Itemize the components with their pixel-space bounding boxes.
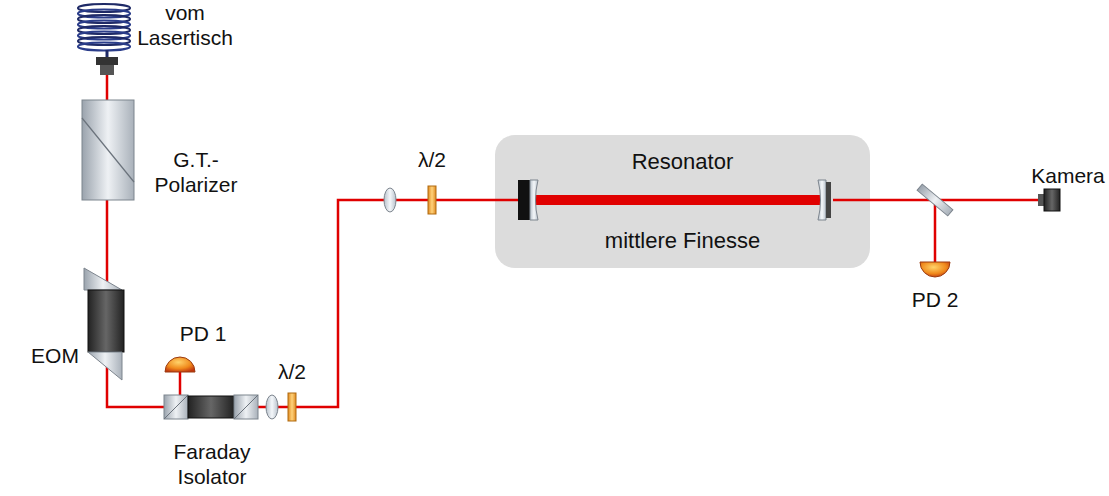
waveplate-label: λ/2 — [267, 359, 317, 384]
pd-beam — [179, 372, 182, 396]
camera-label: Kamera — [1030, 163, 1106, 188]
resonator-housing: Resonator mittlere Finesse — [495, 135, 870, 268]
beam-splitter — [917, 184, 953, 216]
photodiode — [920, 262, 950, 277]
eom-crystal — [88, 290, 124, 352]
isolator-cube — [164, 395, 188, 419]
fiber — [106, 50, 109, 57]
fiber-coil — [78, 4, 130, 51]
laser-beam — [107, 75, 495, 407]
photodiode — [165, 357, 195, 372]
source-label: vom Lasertisch — [129, 0, 241, 50]
fiber-connector — [96, 57, 118, 65]
isolator-cube — [234, 395, 258, 419]
mirror-mount — [826, 182, 831, 218]
laser-beam — [495, 199, 870, 202]
eom-prism — [84, 268, 122, 290]
mirror — [818, 180, 826, 220]
isolator-cube — [234, 395, 258, 419]
mirror — [530, 180, 538, 220]
polarizer-interface — [82, 118, 134, 182]
polarizer — [82, 100, 134, 200]
half-wave-plate — [288, 393, 296, 421]
laser-beam — [870, 200, 1040, 262]
eom-prism — [88, 352, 122, 380]
detector-label: PD 1 — [173, 321, 233, 346]
intracavity-beam — [535, 195, 820, 205]
isolator-cube — [164, 395, 188, 419]
camera — [1044, 189, 1060, 211]
camera-lens — [1038, 194, 1044, 206]
component-title: Resonator — [632, 149, 734, 175]
component-subtitle: mittlere Finesse — [605, 228, 760, 254]
half-wave-plate — [428, 186, 436, 214]
component-label: EOM — [25, 343, 85, 368]
detector-label: PD 2 — [905, 287, 965, 312]
component-label: G.T.- Polarizer — [144, 147, 248, 197]
fiber-connector — [100, 65, 114, 75]
fiber-loop — [78, 43, 130, 51]
waveplate-label: λ/2 — [407, 147, 457, 172]
mirror-mount — [518, 180, 530, 220]
lens — [384, 188, 396, 212]
faraday-rotator — [188, 396, 234, 418]
component-label: Faraday Isolator — [164, 439, 260, 489]
lens — [266, 395, 278, 419]
